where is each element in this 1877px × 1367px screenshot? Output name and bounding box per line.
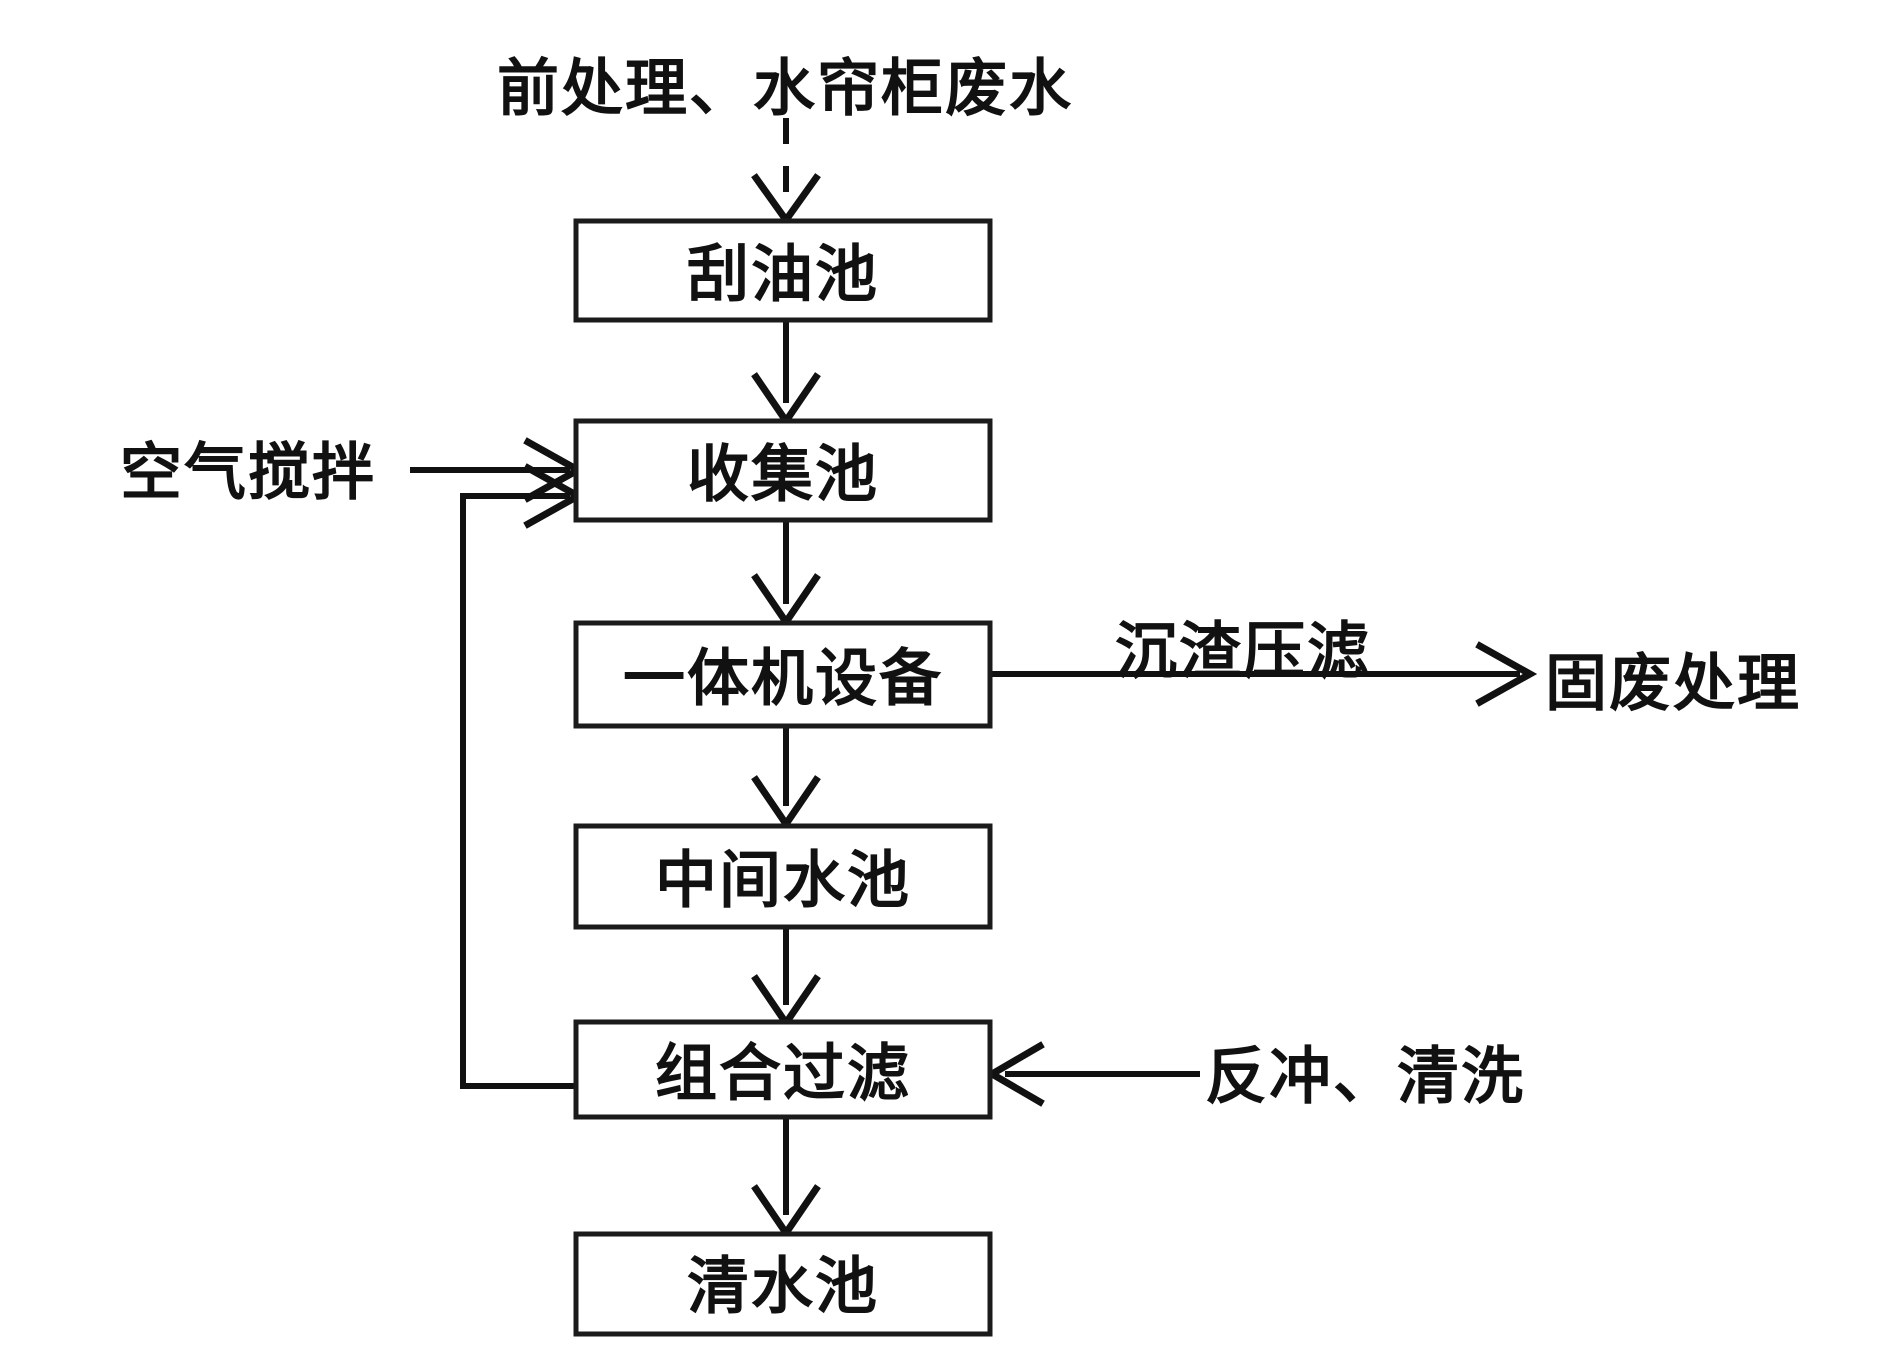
label-sludge-press: 沉渣压滤: [1115, 615, 1371, 688]
node-zuhegulu[interactable]: 组合过滤: [573, 1019, 993, 1120]
node-qingshuichi[interactable]: 清水池: [573, 1231, 993, 1337]
label-backwash: 反冲、清洗: [1205, 1040, 1525, 1113]
label-solid-waste: 固废处理: [1545, 647, 1801, 720]
node-shoujichi-label: 收集池: [687, 438, 879, 511]
edge-backwash-to-zuhe: [985, 1041, 1200, 1107]
node-guayouchi[interactable]: 刮油池: [573, 218, 993, 323]
node-qingshuichi-label: 清水池: [687, 1250, 879, 1323]
node-zuhegulu-label: 组合过滤: [655, 1037, 911, 1110]
edge-shoujichi-to-yitiji: [751, 520, 821, 629]
node-yitijishebei-label: 一体机设备: [623, 642, 943, 715]
node-zhongjianshuichi-label: 中间水池: [655, 844, 911, 917]
node-guayouchi-label: 刮油池: [687, 238, 879, 311]
node-yitijishebei[interactable]: 一体机设备: [573, 620, 993, 729]
edge-air-to-shoujichi: [410, 437, 586, 503]
edge-guayouchi-to-shoujichi: [751, 320, 821, 428]
edge-inflow-to-guayouchi: [751, 118, 821, 227]
edge-yitiji-to-zhongjian: [751, 726, 821, 831]
edge-zhongjian-to-zuhe: [751, 927, 821, 1030]
edge-zuhe-recycle-to-shoujichi: [460, 463, 586, 1089]
label-inflow: 前处理、水帘柜废水: [497, 52, 1073, 125]
edge-yitiji-to-solidwaste: [990, 641, 1538, 707]
label-air-agitation: 空气搅拌: [120, 436, 376, 509]
edge-zuhe-to-qingshui: [751, 1117, 821, 1240]
node-zhongjianshuichi[interactable]: 中间水池: [573, 823, 993, 930]
node-shoujichi[interactable]: 收集池: [573, 418, 993, 523]
